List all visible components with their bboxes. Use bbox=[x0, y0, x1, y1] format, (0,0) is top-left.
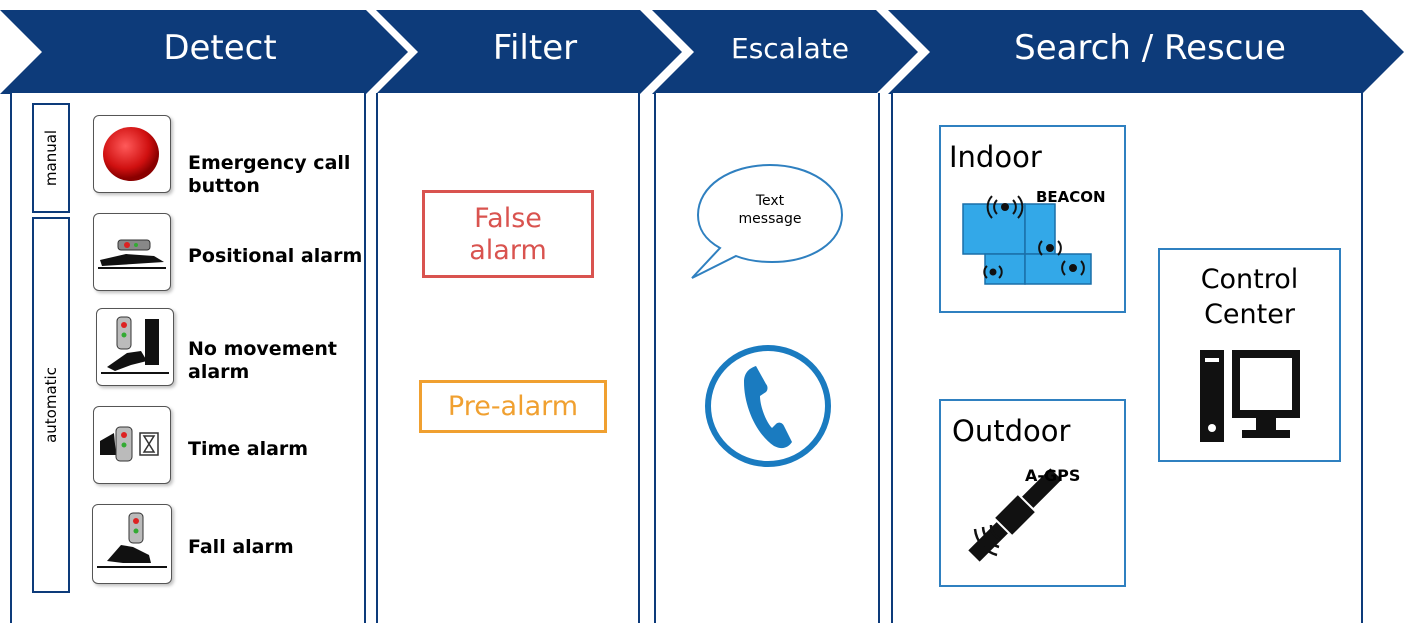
positional-alarm-label: Positional alarm bbox=[188, 245, 363, 267]
text-message-label: Text message bbox=[738, 193, 802, 227]
time-alarm-label: Time alarm bbox=[188, 438, 309, 460]
beacon-grid-icon bbox=[962, 195, 1092, 285]
positional-alarm-icon bbox=[93, 213, 171, 291]
chevron-detect bbox=[0, 10, 408, 94]
pre-alarm-box: Pre-alarm bbox=[419, 380, 607, 433]
manual-tag: manual bbox=[32, 103, 70, 213]
no-movement-icon bbox=[96, 308, 174, 386]
stage-search-rescue-title: Search / Rescue bbox=[1014, 28, 1286, 68]
satellite-icon bbox=[968, 468, 1062, 562]
speech-bubble-icon bbox=[691, 163, 844, 279]
a-gps-label: A-GPS bbox=[1025, 466, 1081, 485]
fall-alarm-icon bbox=[92, 504, 172, 584]
filter-column bbox=[376, 93, 640, 623]
stage-filter-title: Filter bbox=[492, 28, 578, 68]
fall-alarm-label: Fall alarm bbox=[188, 536, 294, 558]
no-movement-label: No movement alarm bbox=[188, 338, 337, 383]
outdoor-title: Outdoor bbox=[952, 414, 1071, 448]
indoor-title: Indoor bbox=[949, 140, 1042, 174]
manual-label: manual bbox=[42, 129, 60, 187]
phone-icon bbox=[705, 345, 831, 467]
stage-detect-title: Detect bbox=[163, 28, 277, 68]
chevron-filter bbox=[376, 10, 682, 94]
process-header bbox=[0, 10, 1404, 94]
automatic-label: automatic bbox=[42, 367, 60, 443]
beacon-label: BEACON bbox=[1036, 188, 1106, 206]
emergency-call-label: Emergency call button bbox=[188, 152, 351, 197]
computer-icon bbox=[1200, 350, 1300, 442]
time-alarm-icon bbox=[93, 406, 171, 484]
chevron-escalate bbox=[652, 10, 918, 94]
false-alarm-box: False alarm bbox=[422, 190, 594, 278]
chevron-search-rescue bbox=[888, 10, 1404, 94]
stage-escalate-title: Escalate bbox=[731, 32, 849, 65]
control-center-title: Control Center bbox=[1200, 264, 1299, 330]
automatic-tag: automatic bbox=[32, 217, 70, 593]
red-button-icon bbox=[93, 115, 171, 193]
